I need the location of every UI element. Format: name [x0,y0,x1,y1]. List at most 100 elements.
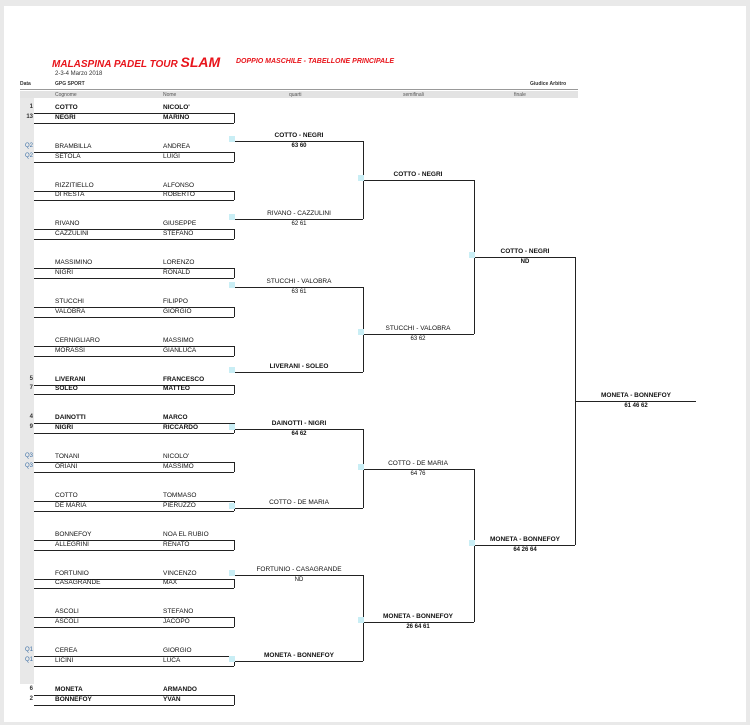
player-lastname: DAINOTTI [55,414,86,422]
player-lastname: DE MARIA [55,501,87,509]
round2-score: 62 61 [291,221,307,227]
entry-underline [34,666,234,667]
entry-underline [34,200,234,202]
player-lastname: COTTO [55,492,78,499]
player-firstname: ALFONSO [163,181,195,189]
player-firstname: GIUSEPPE [163,220,197,228]
seed-number: 13 [26,113,33,120]
col-finale: finale [514,92,526,98]
semifinals-name: COTTO - NEGRI [500,248,550,255]
player-firstname: RENATO [163,540,190,548]
entry-underline [34,394,234,396]
entry-marker [469,252,475,258]
match-connector [234,617,235,628]
player-firstname: LORENZO [163,259,195,267]
match-connector [234,268,235,278]
seed-number: 4 [29,414,33,421]
round2-score: 64 62 [291,431,307,437]
venue: GPG SPORT [55,81,85,87]
quarterfinals-score: 63 62 [410,336,426,342]
player-lastname: STUCCHI [55,298,84,305]
round2-line [235,661,363,662]
entry-underline [34,539,234,541]
col-semifinali: semifinali [403,92,424,98]
quarterfinals-name: COTTO - DE MARIA [388,460,448,467]
seed-number: 1 [29,104,33,110]
match-connector [234,462,235,472]
winner-score: 61 46 62 [624,403,648,409]
round2-name: COTTO - NEGRI [274,132,324,139]
round2-line [235,141,363,142]
player-firstname: FRANCESCO [163,375,205,383]
player-lastname: LICINI [55,657,74,664]
entry-underline [34,695,234,696]
round2-name: DAINOTTI - NIGRI [271,420,327,427]
entry-underline [34,510,234,512]
entry-underline [34,472,234,473]
col-cognome: Cognome [55,92,77,98]
seed-number: Q1 [24,647,33,654]
player-lastname: MORASSI [55,346,85,354]
semifinals-line [475,257,575,258]
player-lastname: SOLEO [55,385,78,393]
player-firstname: MARINO [163,113,190,121]
referee-label: Giudice Arbitro [530,81,567,87]
match-connector [234,229,235,240]
quarterfinals-score: 64 76 [410,471,426,477]
entry-underline [34,501,234,502]
player-lastname: NEGRI [55,113,76,121]
player-firstname: GIANLUCA [163,346,197,354]
player-firstname: RONALD [163,269,191,276]
entry-underline [34,462,234,464]
entry-underline [34,578,234,580]
title-text: MALASPINA PADEL TOUR [52,59,178,70]
entry-underline [34,423,234,425]
col-quarti: quarti [289,92,302,98]
entry-underline [34,278,234,279]
entry-underline [34,122,234,124]
player-firstname: JACOPO [163,618,190,626]
entry-underline [34,190,234,192]
player-lastname: ALLEGRINI [55,540,89,548]
tournament-dates: 2-3-4 Marzo 2018 [55,71,103,77]
player-lastname: NIGRI [55,269,74,276]
round2-line [235,219,363,220]
round2-name: RIVANO - CAZZULINI [267,210,331,217]
seed-column [20,98,34,684]
entry-marker [469,540,475,546]
player-firstname: MAX [163,579,178,587]
player-lastname: TONANI [55,453,80,461]
round2-line [235,575,363,576]
seed-number: Q3 [24,453,33,460]
match-connector [234,578,235,589]
quarterfinals-name: STUCCHI - VALOBRA [385,325,451,332]
player-firstname: VINCENZO [163,569,197,577]
entry-underline [34,433,234,435]
player-firstname: RICCARDO [163,424,199,432]
player-firstname: PIERUZZO [163,501,196,509]
seed-number: 7 [29,385,33,392]
player-firstname: GIORGIO [163,307,192,315]
player-firstname: MATTEO [163,385,190,393]
match-connector [234,345,235,356]
seed-number: 9 [29,424,33,431]
title-highlight: SLAM [180,54,221,70]
entry-underline [34,384,234,386]
entry-marker [358,464,364,470]
column-header-band [20,91,578,98]
entry-marker [358,329,364,335]
player-lastname: MONETA [55,686,83,693]
round2-line [235,287,363,288]
player-lastname: BRAMBILLA [55,142,92,150]
player-firstname: NICOLO' [163,104,190,111]
player-lastname: VALOBRA [55,307,86,315]
player-lastname: SETOLA [55,152,81,160]
match-connector [234,539,235,550]
entry-marker [229,214,235,220]
entry-marker [229,570,235,576]
semifinals-score: 64 26 64 [513,547,537,553]
round2-name: STUCCHI - VALOBRA [266,278,332,285]
player-firstname: LUCA [163,657,181,664]
entry-underline [34,588,234,590]
quarterfinals-line [364,180,474,181]
